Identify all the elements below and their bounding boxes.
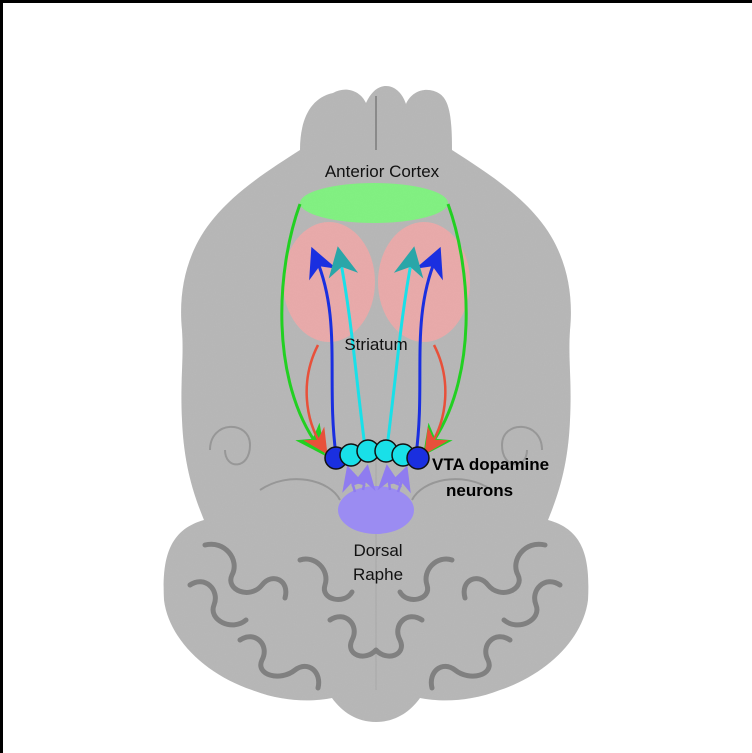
- striatum-label: Striatum: [344, 335, 407, 354]
- mouse-brain-outline-icon: [164, 86, 589, 722]
- dorsal-raphe-label-line2: Raphe: [353, 565, 403, 584]
- dorsal-raphe-region: [338, 486, 414, 534]
- anterior-cortex-label: Anterior Cortex: [325, 162, 440, 181]
- vta-label-line1: VTA dopamine: [432, 455, 549, 474]
- striatum-left-region: [283, 222, 375, 342]
- anterior-cortex-region: [300, 183, 448, 223]
- striatum-right-region: [378, 222, 470, 342]
- dorsal-raphe-label-line1: Dorsal: [353, 541, 402, 560]
- neuron: [407, 447, 429, 469]
- vta-label-line2: neurons: [446, 481, 513, 500]
